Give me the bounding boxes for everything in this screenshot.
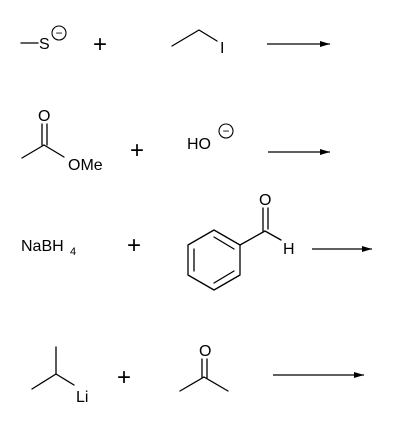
ketone-oxygen-label: O [199,343,211,360]
iodine-atom-label: I [220,40,224,57]
ethyl-chain-bonds [171,29,218,47]
charge-sign-label: − [55,26,62,40]
plus-sign-2: + [130,137,144,164]
hydroxide-label: HO [187,136,211,153]
isopropyllithium-structure: Li [31,346,88,406]
methyl-carbon-bond [21,144,45,159]
reaction-1: S − + I [20,25,330,58]
reaction-2: O OMe + HO − [21,108,330,174]
borohydride-subscript: 4 [70,246,76,258]
ring-double-bond-1 [213,236,235,250]
reaction-4: Li + O [31,343,364,406]
aldehyde-ch-bond [264,230,282,241]
aldehyde-carbon-bond [239,230,266,246]
carbonyl-oxygen-label: O [38,108,50,125]
aldehyde-hydrogen-label: H [283,241,295,258]
plus-sign-3: + [127,232,141,259]
sodium-borohydride-label-group: NaBH 4 [21,238,76,258]
carbon-lithium-bond [55,373,75,386]
ring-double-bond-2 [213,270,235,284]
negative-charge-icon [51,25,67,41]
hydroxide-structure: HO − [187,123,234,153]
negative-charge-icon [218,123,234,139]
sodium-borohydride-label: NaBH [21,238,64,255]
reaction-3: NaBH 4 + O H [21,192,372,291]
benzaldehyde-structure: O H [187,192,295,291]
acetone-structure: O [179,343,229,392]
benzene-ring [187,229,241,291]
plus-sign-1: + [93,31,107,58]
charge-sign-label: − [222,124,229,138]
iodoethane-structure: I [171,29,224,57]
sulfur-atom-label: S [39,36,50,53]
ester-oxygen-bond [43,144,65,158]
plus-sign-4: + [117,364,131,391]
methoxy-group-label: OMe [68,157,103,174]
lithium-atom-label: Li [76,389,88,406]
methanethiolate-structure: S − [20,25,67,53]
methyl-bond-left [31,373,57,390]
acetone-methyl-right [203,376,229,392]
methyl-acetate-structure: O OMe [21,108,103,174]
acetone-methyl-left [179,376,205,392]
aldehyde-oxygen-label: O [259,192,271,209]
